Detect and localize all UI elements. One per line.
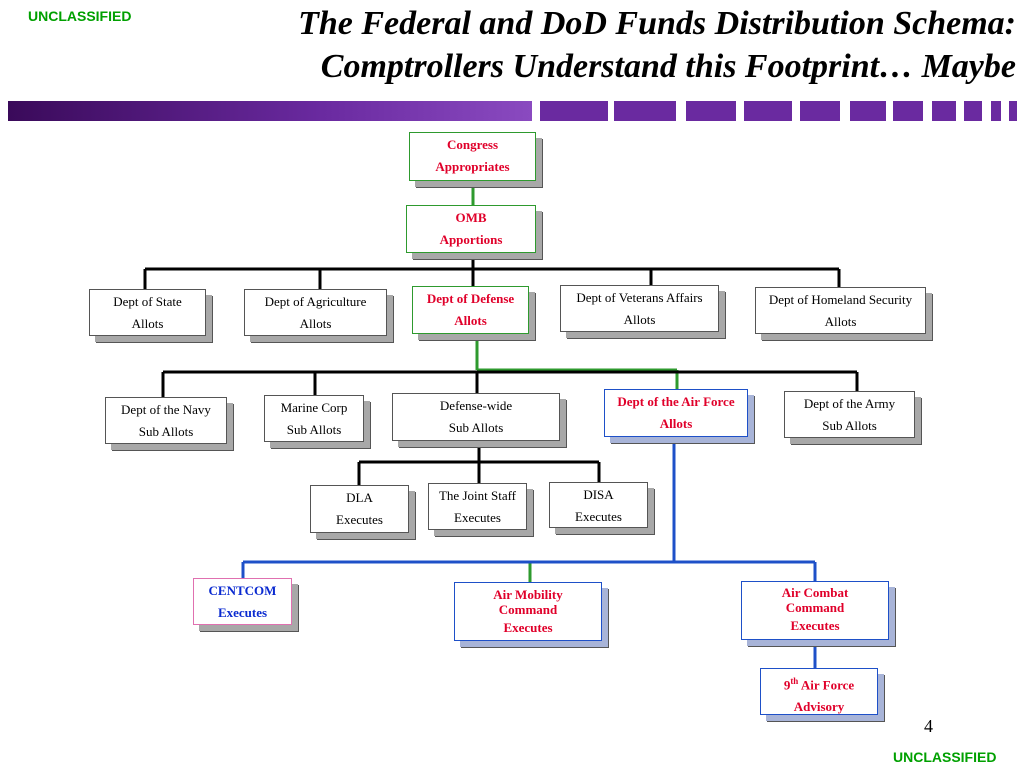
slide-title: The Federal and DoD Funds Distribution S… (298, 2, 1016, 88)
title-line-2: Comptrollers Understand this Footprint… … (320, 48, 1016, 85)
node-dept-veterans: Dept of Veterans Affairs Allots (560, 285, 719, 332)
page-number: 4 (924, 716, 933, 736)
node-navy: Dept of the Navy Sub Allots (105, 397, 227, 444)
title-line-1: The Federal and DoD Funds Distribution S… (298, 5, 1016, 42)
node-air-combat-command: Air Combat Command Executes (741, 581, 889, 640)
node-omb: OMB Apportions (406, 205, 536, 253)
node-marine-corp: Marine Corp Sub Allots (264, 395, 364, 442)
node-dept-agriculture: Dept of Agriculture Allots (244, 289, 387, 336)
classification-bottom: UNCLASSIFIED (893, 749, 997, 765)
node-defense-wide: Defense-wide Sub Allots (392, 393, 560, 441)
node-dept-state: Dept of State Allots (89, 289, 206, 336)
node-9th-air-force: 9th Air Force Advisory (760, 668, 878, 715)
node-joint-staff: The Joint Staff Executes (428, 483, 527, 530)
node-disa: DISA Executes (549, 482, 648, 528)
node-dept-homeland: Dept of Homeland Security Allots (755, 287, 926, 334)
node-centcom: CENTCOM Executes (193, 578, 292, 625)
node-congress: Congress Appropriates (409, 132, 536, 181)
node-dla: DLA Executes (310, 485, 409, 533)
node-dept-defense: Dept of Defense Allots (412, 286, 529, 334)
node-air-mobility-command: Air Mobility Command Executes (454, 582, 602, 641)
node-army: Dept of the Army Sub Allots (784, 391, 915, 438)
classification-top: UNCLASSIFIED (28, 8, 132, 24)
node-air-force: Dept of the Air Force Allots (604, 389, 748, 437)
